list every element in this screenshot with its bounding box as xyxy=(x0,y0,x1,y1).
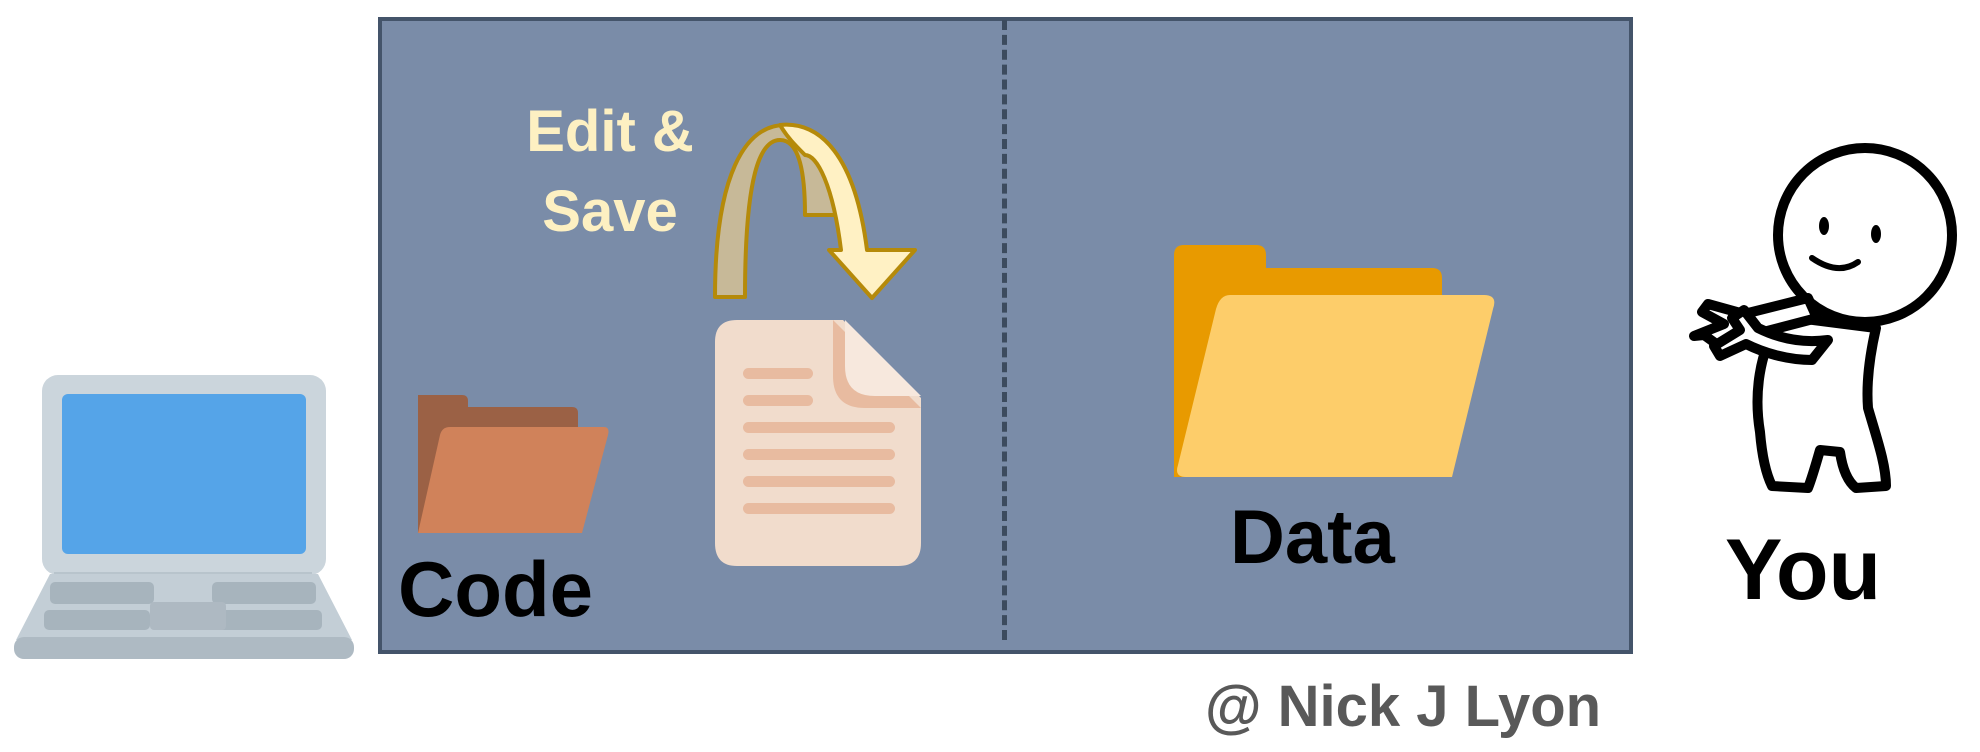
edit-save-label: Edit & Save xyxy=(505,92,715,252)
credit-text: @ Nick J Lyon xyxy=(1205,674,1602,739)
curved-arrow-icon xyxy=(713,122,917,300)
edit-save-line-1: Edit & xyxy=(526,99,694,164)
document-icon xyxy=(715,320,921,566)
open-folder-icon xyxy=(1174,245,1495,477)
stick-figure-icon xyxy=(1689,143,1957,493)
edit-save-line-2: Save xyxy=(542,179,678,244)
data-label: Data xyxy=(1230,495,1395,580)
code-label: Code xyxy=(398,545,593,633)
divider-dashed-line xyxy=(1002,20,1007,640)
code-folder-icon xyxy=(418,395,609,533)
laptop-icon xyxy=(14,375,354,659)
you-label: You xyxy=(1725,522,1882,618)
